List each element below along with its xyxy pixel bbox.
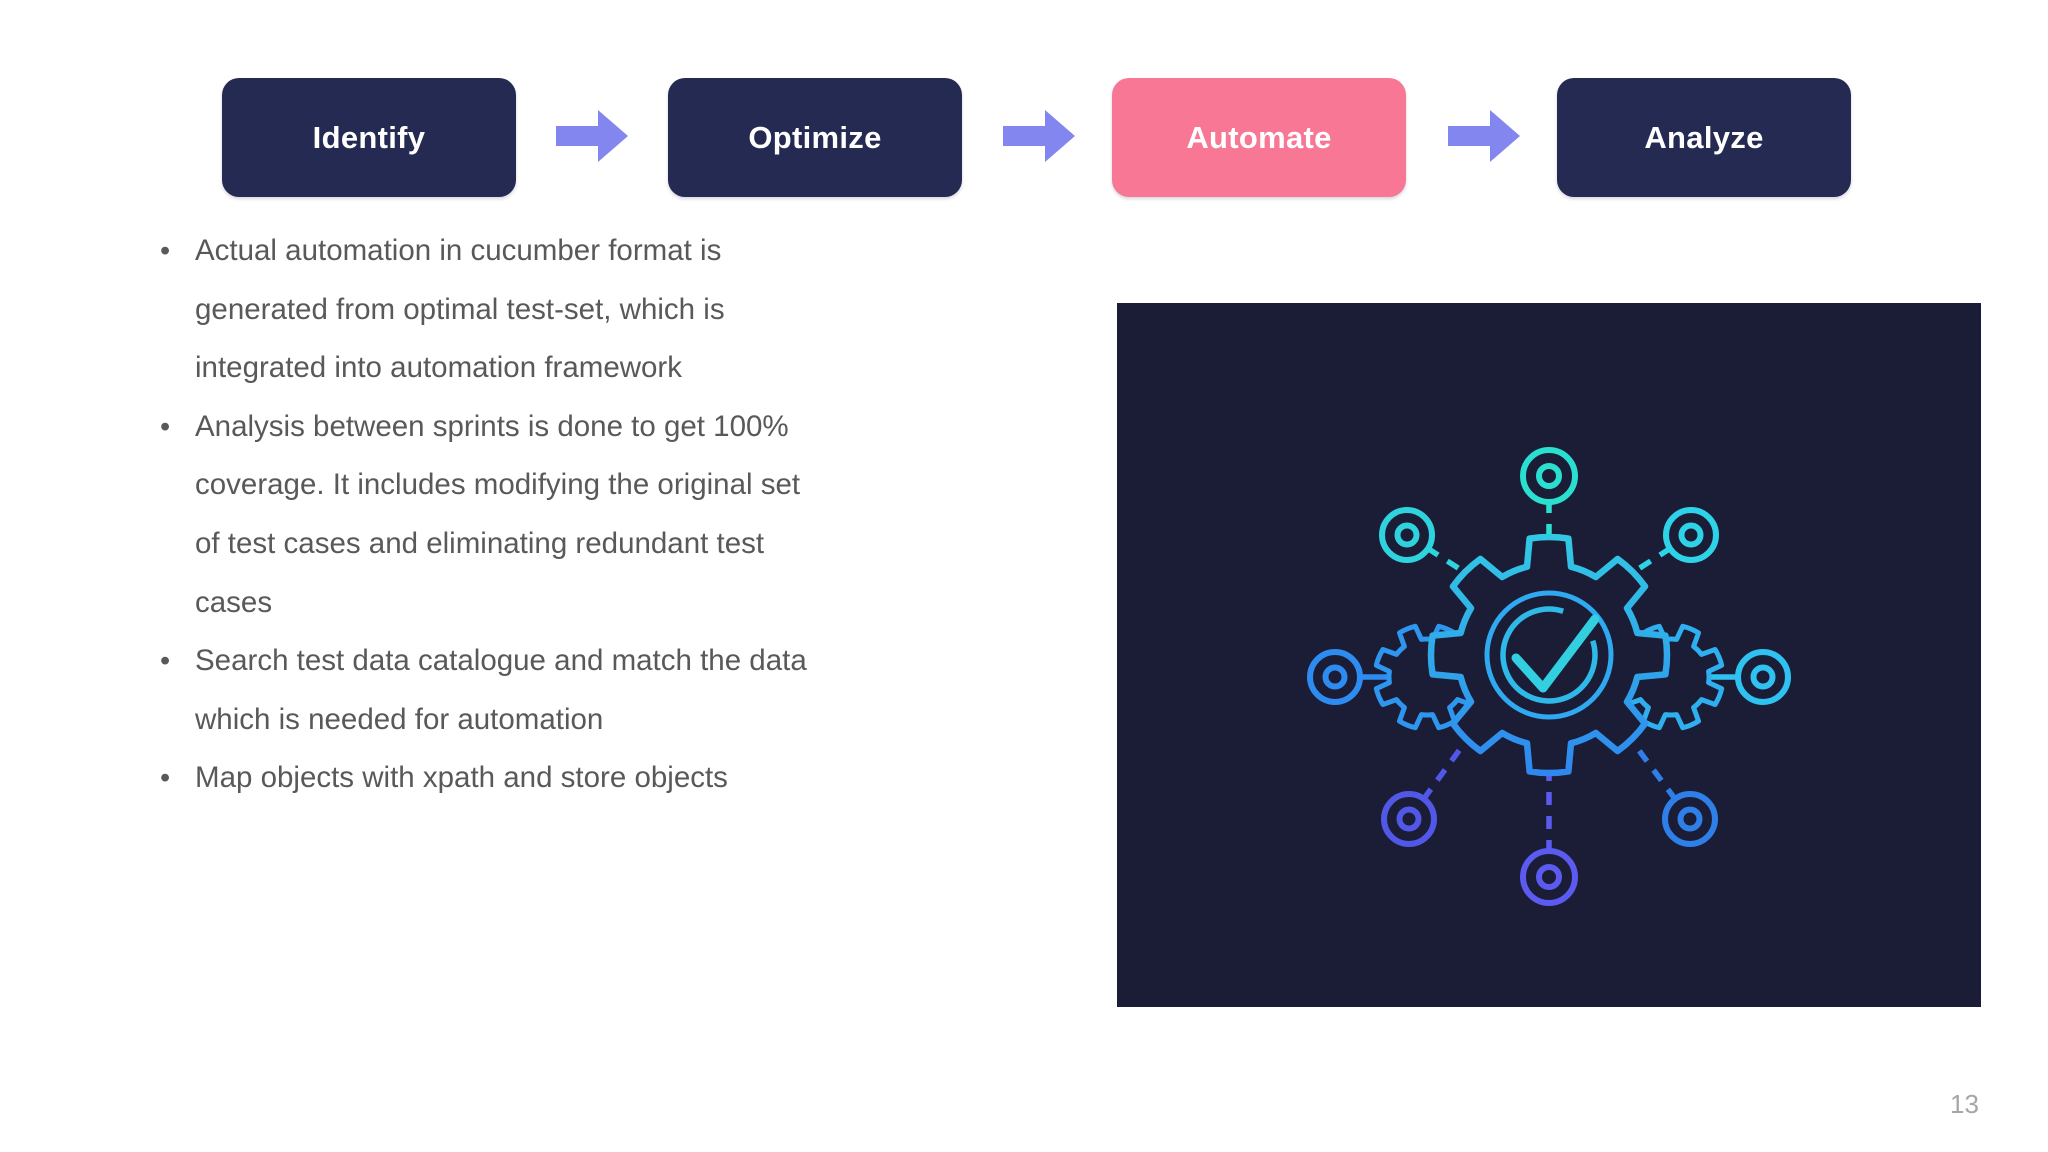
node-top bbox=[1520, 447, 1578, 505]
bullet-text: Search test data catalogue and match the… bbox=[195, 644, 807, 736]
main-gear-icon bbox=[1427, 533, 1671, 777]
check-circle bbox=[1500, 606, 1598, 704]
bullet-text: Map objects with xpath and store objects bbox=[195, 761, 728, 795]
node-left bbox=[1307, 649, 1363, 705]
node-bottom-left bbox=[1381, 791, 1437, 847]
bullet-marker: • bbox=[160, 645, 171, 678]
arrow-right-icon bbox=[556, 110, 628, 162]
illustration-panel bbox=[1117, 303, 1981, 1007]
node-bottom bbox=[1520, 848, 1578, 906]
checkmark-icon bbox=[1511, 614, 1600, 693]
bullet-list: • Actual automation in cucumber format i… bbox=[160, 222, 860, 808]
bullet-item: • Actual automation in cucumber format i… bbox=[160, 222, 860, 398]
bullet-marker: • bbox=[160, 410, 171, 443]
step-automate: Automate bbox=[1112, 78, 1406, 197]
network-nodes bbox=[1307, 447, 1791, 906]
node-right bbox=[1735, 649, 1791, 705]
node-bottom-right bbox=[1662, 791, 1718, 847]
page-number: 13 bbox=[1950, 1089, 1979, 1119]
arrow-right-icon bbox=[1448, 110, 1520, 162]
bullet-item: • Search test data catalogue and match t… bbox=[160, 632, 860, 749]
step-identify: Identify bbox=[222, 78, 516, 197]
step-optimize: Optimize bbox=[668, 78, 962, 197]
bullet-marker: • bbox=[160, 235, 171, 267]
node-top-right bbox=[1663, 507, 1719, 563]
step-analyze: Analyze bbox=[1557, 78, 1851, 197]
bullet-item: • Analysis between sprints is done to ge… bbox=[160, 398, 860, 632]
bullet-text: Actual automation in cucumber format is … bbox=[195, 234, 725, 385]
bullet-item: • Map objects with xpath and store objec… bbox=[160, 749, 860, 808]
bullet-text: Analysis between sprints is done to get … bbox=[195, 409, 801, 619]
arrow-right-icon bbox=[1003, 110, 1075, 162]
automation-gears-illustration bbox=[1307, 447, 1791, 906]
gear-inner-ring bbox=[1484, 590, 1614, 720]
bullet-marker: • bbox=[160, 762, 171, 795]
node-top-left bbox=[1379, 507, 1435, 563]
